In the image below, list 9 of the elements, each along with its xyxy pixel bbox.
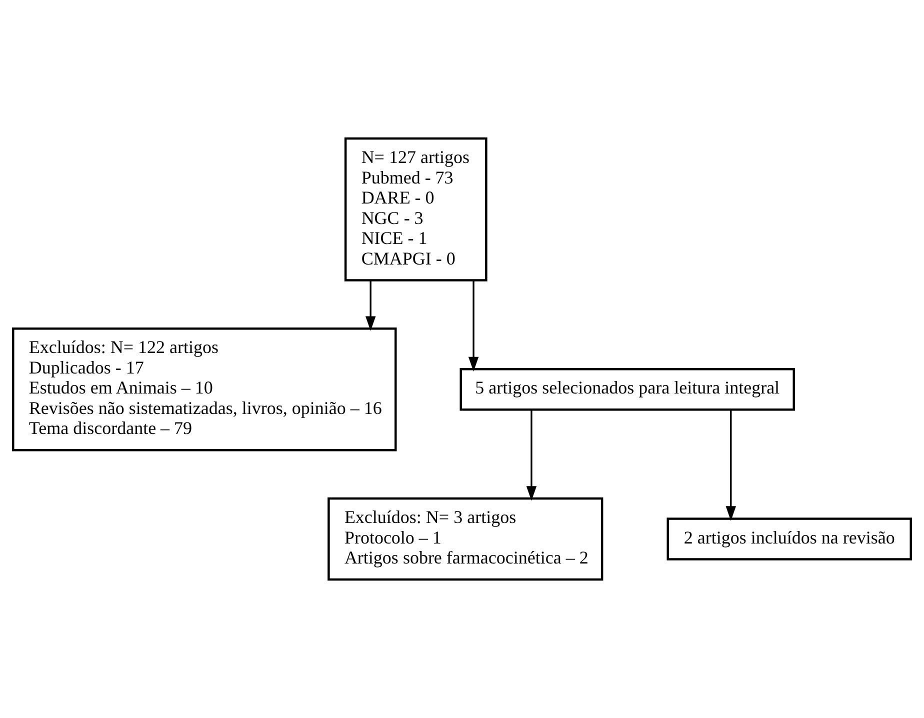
arrow (726, 410, 736, 521)
arrow (468, 280, 479, 372)
node-box: N= 127 artigos Pubmed - 73 DARE - 0 NGC - 3 NICE - 1 CMAPGI - 0 (344, 137, 488, 282)
node-box: Excluídos: N= 3 artigos Protocolo – 1 Artigos sobre farmacocinética – 2 (328, 497, 604, 581)
node-box: 5 artigos selecionados para leitura integral (460, 368, 795, 411)
arrow (365, 280, 376, 331)
node-box: Excluídos: N= 122 artigos Duplicados - 17 Estudos em Animais – 10 Revisões não sistematizadas, livros, opinião – 16 Tema discordante – 79 (12, 328, 397, 452)
arrow (526, 410, 537, 501)
node-box: 2 artigos incluídos na revisão (666, 518, 912, 560)
